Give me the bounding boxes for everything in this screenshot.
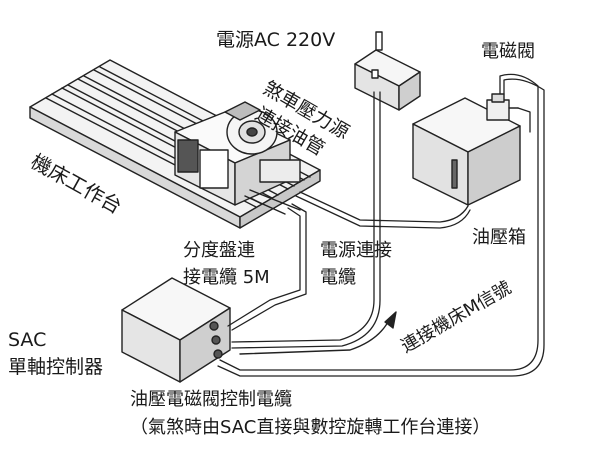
cables [217, 73, 545, 377]
index-cable-label-line1: 分度盤連 [183, 240, 255, 261]
power-cable-label-line1: 電源連接 [320, 240, 392, 261]
m-signal-arrow [239, 311, 397, 355]
rotary-indexer [174, 101, 301, 215]
oil-pressure-box [412, 97, 521, 206]
solenoid-valve-label: 電磁閥 [481, 41, 535, 62]
power-label: 電源AC 220V [216, 29, 336, 51]
sac-label: SAC [8, 329, 47, 351]
note-label: （氣煞時由SAC直接與數控旋轉工作台連接） [130, 417, 491, 438]
power-cable-label-line2: 電纜 [320, 267, 356, 288]
sac-controller-label: 單軸控制器 [8, 356, 104, 378]
index-cable-label-line2: 接電纜 5M [183, 267, 270, 288]
sac-controller [121, 277, 231, 383]
valve-cable-label: 油壓電磁閥控制電纜 [130, 389, 292, 410]
power-supply-box [354, 31, 421, 111]
oil-box-label: 油壓箱 [472, 227, 526, 248]
solenoid-valve [486, 93, 519, 121]
